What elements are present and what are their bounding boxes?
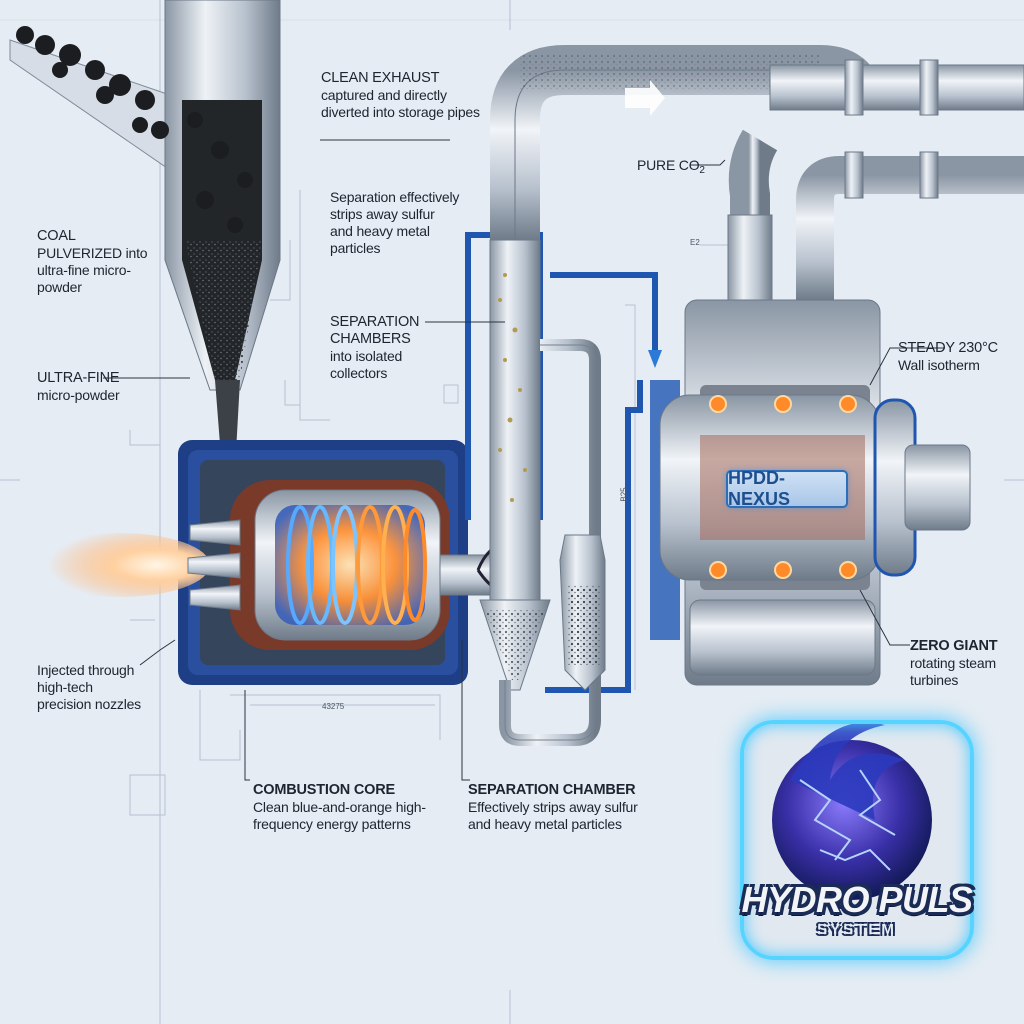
coal-lumps	[16, 26, 253, 233]
zero-giant-title: ZERO GIANT	[910, 638, 998, 654]
combustion-core	[275, 505, 425, 625]
separation-chamber-desc: Effectively strips away sulfur and heavy…	[468, 799, 638, 832]
separation-chambers-title: SEPARATION CHAMBERS	[330, 314, 420, 347]
separation-column	[489, 239, 541, 611]
logo-subtitle: SYSTEM	[817, 921, 897, 938]
storage-pipe-1	[769, 64, 1024, 111]
heat-lamps	[709, 395, 857, 579]
coal-desc-upper: PULVERIZED	[37, 245, 122, 261]
label-ultra-fine: ULTRA-FINE micro-powder	[37, 370, 147, 404]
label-separation-top: Separation effectively strips away sulfu…	[330, 189, 460, 257]
steady-desc: Wall isotherm	[898, 357, 980, 373]
injected-desc: Injected through high-tech precision noz…	[37, 662, 141, 712]
label-separation-chamber: SEPARATION CHAMBER Effectively strips aw…	[468, 782, 658, 833]
label-coal: COAL PULVERIZED into ultra-fine micro-po…	[37, 228, 157, 296]
separation-top-desc: Separation effectively strips away sulfu…	[330, 189, 460, 256]
particles	[498, 273, 527, 502]
lightning-icon	[799, 769, 896, 871]
pure-co2-title: PURE CO	[637, 157, 700, 173]
combustion-core-title: COMBUSTION CORE	[253, 782, 396, 798]
leader-lines	[103, 139, 945, 781]
storage-pipe-2	[796, 156, 1024, 300]
hpdd-nexus-badge: HPDD-NEXUS	[726, 468, 848, 509]
label-separation-chambers: SEPARATION CHAMBERS into isolated collec…	[330, 314, 460, 382]
zero-giant-desc: rotating steam turbines	[910, 655, 996, 688]
ultra-fine-title: ULTRA-FINE	[37, 370, 120, 386]
coal-desc: into ultra-fine micro-powder	[37, 245, 148, 295]
label-steady: STEADY 230°C Wall isotherm	[898, 340, 1008, 374]
combustion-core-desc: Clean blue-and-orange high-frequency ene…	[253, 799, 426, 832]
label-injected: Injected through high-tech precision noz…	[37, 662, 147, 713]
label-clean-exhaust: CLEAN EXHAUST captured and directly dive…	[321, 70, 491, 121]
dimension-43275: 43275	[322, 702, 345, 711]
logo-wordmark: HYDRO PULS	[741, 879, 973, 920]
separation-chamber-title: SEPARATION CHAMBER	[468, 782, 636, 798]
pure-co2-sub: 2	[699, 165, 705, 176]
flow-arrow	[625, 80, 665, 116]
nozzles	[187, 519, 241, 611]
hydro-puls-logo: HYDRO PULS SYSTEM	[740, 720, 974, 960]
label-pure-co2: PURE CO2	[637, 157, 705, 179]
energy-rings	[286, 505, 427, 625]
label-combustion-core: COMBUSTION CORE Clean blue-and-orange hi…	[253, 782, 443, 833]
clean-exhaust-desc: captured and directly diverted into stor…	[321, 87, 480, 120]
ultra-fine-desc: micro-powder	[37, 387, 120, 403]
label-zero-giant: ZERO GIANT rotating steam turbines	[910, 638, 1010, 689]
flame	[30, 533, 210, 597]
dimension-e2: E2	[690, 238, 700, 247]
separation-chambers-desc: into isolated collectors	[330, 348, 403, 381]
dimension-b25: B25	[619, 487, 629, 502]
steady-title: STEADY 230°C	[898, 340, 998, 356]
clean-exhaust-title: CLEAN EXHAUST	[321, 70, 440, 86]
coal-title: COAL	[37, 228, 76, 244]
